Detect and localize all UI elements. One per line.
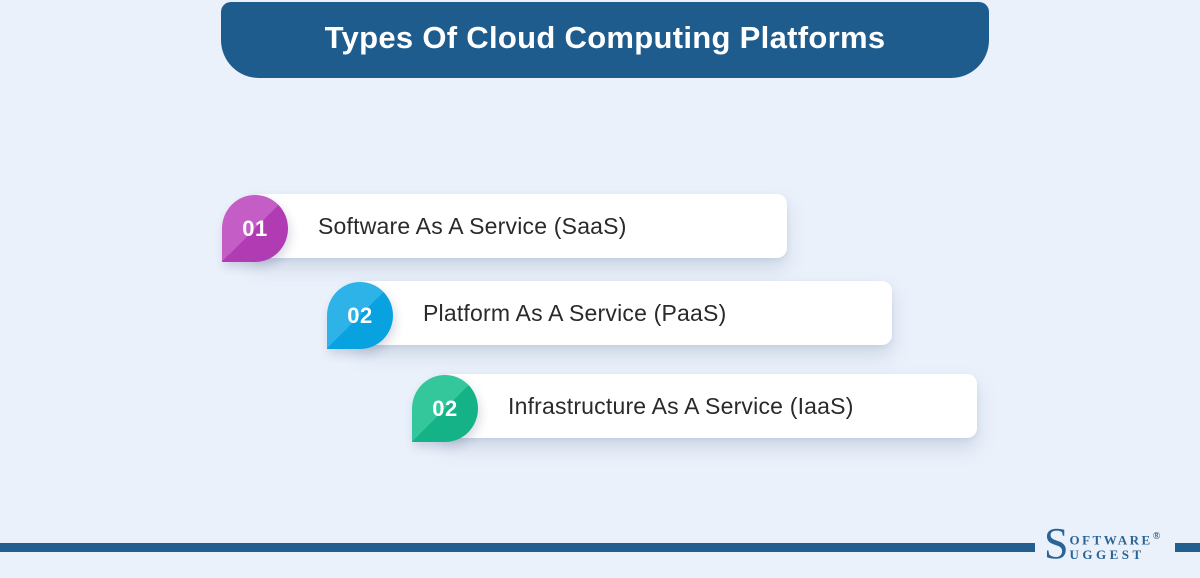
page-title: Types Of Cloud Computing Platforms bbox=[324, 20, 886, 55]
item-number: 02 bbox=[347, 302, 373, 328]
item-number: 01 bbox=[242, 215, 268, 241]
item-number: 02 bbox=[432, 395, 458, 421]
item-number-badge: 02 bbox=[327, 282, 393, 349]
platform-item-saas: Software As A Service (SaaS) 01 bbox=[222, 194, 832, 266]
header-banner: Types Of Cloud Computing Platforms bbox=[221, 2, 989, 78]
logo-word-top: OFTWARE® bbox=[1069, 530, 1160, 547]
logo-initial-letter: S bbox=[1044, 519, 1069, 568]
item-label: Software As A Service (SaaS) bbox=[318, 212, 627, 239]
item-label: Infrastructure As A Service (IaaS) bbox=[508, 392, 854, 419]
registered-trademark-symbol: ® bbox=[1152, 531, 1161, 542]
footer-divider-line-left bbox=[0, 543, 1035, 552]
item-label: Platform As A Service (PaaS) bbox=[423, 299, 727, 326]
footer-divider-line-right bbox=[1175, 543, 1200, 552]
item-bar: Platform As A Service (PaaS) bbox=[355, 281, 892, 345]
platform-item-iaas: Infrastructure As A Service (IaaS) 02 bbox=[412, 374, 1022, 446]
platform-item-paas: Platform As A Service (PaaS) 02 bbox=[327, 281, 937, 353]
logo-word-bottom: UGGEST bbox=[1069, 547, 1145, 563]
logo-wordmark: OFTWARE® UGGEST bbox=[1069, 524, 1160, 562]
item-number-badge: 02 bbox=[412, 375, 478, 442]
item-number-badge: 01 bbox=[222, 195, 288, 262]
item-bar: Infrastructure As A Service (IaaS) bbox=[440, 374, 977, 438]
logo-word-top-text: OFTWARE bbox=[1069, 532, 1153, 548]
item-bar: Software As A Service (SaaS) bbox=[250, 194, 787, 258]
softwaresuggest-logo: S OFTWARE® UGGEST bbox=[1044, 519, 1160, 568]
